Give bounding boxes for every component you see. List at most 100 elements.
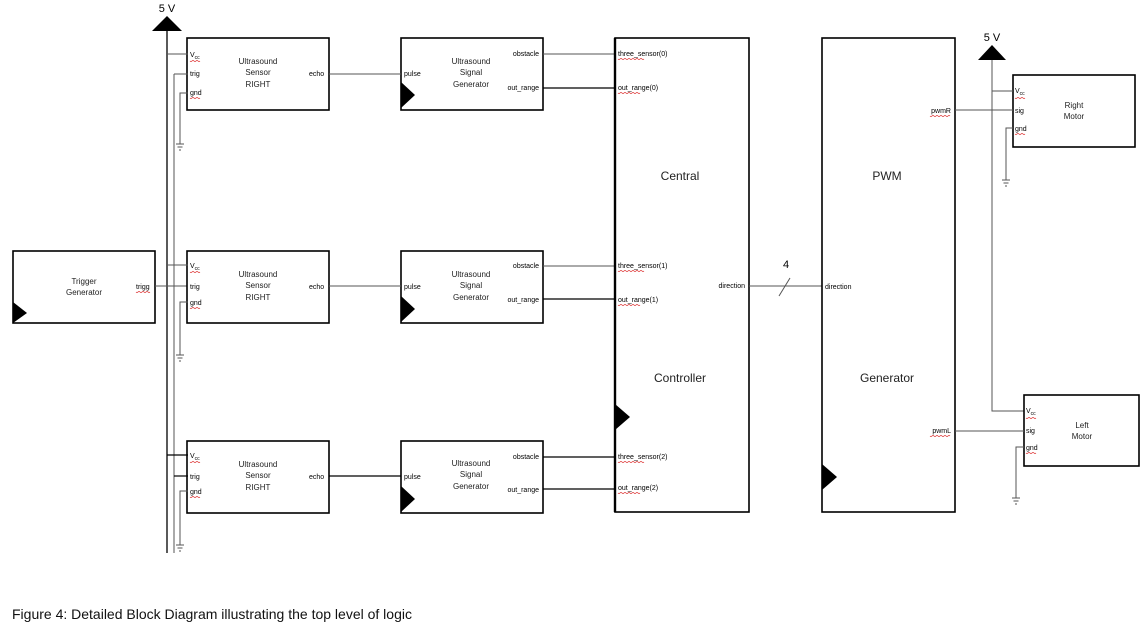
- port-echo: echo: [309, 71, 324, 78]
- port-out-range: out_range: [507, 85, 539, 92]
- bus-slash-icon: [778, 277, 791, 297]
- wire-gnd: [179, 301, 188, 355]
- block-title: Signal: [460, 470, 482, 479]
- block-title: Trigger: [71, 277, 96, 286]
- wire-gnd: [1015, 446, 1024, 498]
- block-title: Ultrasound: [452, 57, 491, 66]
- port-three-sensor-0: three_sensor(0): [618, 51, 667, 58]
- power-arrow-icon: [978, 45, 1006, 60]
- block-title: RIGHT: [246, 293, 271, 302]
- port-pulse: pulse: [404, 474, 421, 481]
- ultrasound-sensor-0[interactable]: Ultrasound Sensor RIGHT Vcc trig gnd ech…: [186, 37, 330, 111]
- ground-icon: [176, 544, 184, 552]
- ground-icon: [176, 143, 184, 151]
- port-pulse: pulse: [404, 284, 421, 291]
- port-out-range: out_range: [507, 297, 539, 304]
- ground-icon: [1012, 497, 1020, 505]
- port-vcc: Vcc: [190, 453, 200, 462]
- power-label-right: 5 V: [984, 32, 1001, 44]
- port-sig: sig: [1026, 428, 1035, 435]
- port-gnd: gnd: [1015, 126, 1027, 133]
- port-out-range-0: out_range(0): [618, 85, 658, 92]
- block-title: Generator: [860, 371, 914, 385]
- bus-width-label: 4: [783, 259, 789, 271]
- pwm-generator-block[interactable]: PWM Generator direction pwmR pwmL: [821, 37, 956, 513]
- block-title: Ultrasound: [239, 270, 278, 279]
- port-gnd: gnd: [190, 489, 202, 496]
- port-pwml: pwmL: [932, 428, 951, 435]
- port-obstacle: obstacle: [513, 454, 539, 461]
- power-supply-right: 5 V: [978, 32, 1025, 412]
- direction-bus: 4: [749, 259, 822, 297]
- clock-triangle-icon: [401, 296, 415, 322]
- block-title: Generator: [453, 80, 489, 89]
- right-motor-block[interactable]: Right Motor Vcc sig gnd: [1012, 74, 1136, 148]
- port-echo: echo: [309, 474, 324, 481]
- port-trig: trig: [190, 71, 200, 78]
- port-gnd: gnd: [190, 300, 202, 307]
- ground-icon: [1002, 179, 1010, 187]
- port-gnd: gnd: [1026, 445, 1038, 452]
- block-title: Motor: [1072, 432, 1093, 441]
- port-vcc: Vcc: [1015, 88, 1025, 97]
- power-supply-left: 5 V: [152, 3, 182, 553]
- clock-triangle-icon: [615, 404, 630, 430]
- block-title: Sensor: [245, 281, 271, 290]
- signal-generator-2[interactable]: Ultrasound Signal Generator pulse obstac…: [400, 440, 544, 514]
- block-title: Generator: [453, 293, 489, 302]
- signal-generator-1[interactable]: Ultrasound Signal Generator pulse obstac…: [400, 250, 544, 324]
- figure-caption: Figure 4: Detailed Block Diagram illustr…: [12, 606, 412, 622]
- port-direction: direction: [825, 284, 852, 291]
- power-arrow-icon: [152, 16, 182, 31]
- port-direction: direction: [719, 283, 746, 290]
- block-title: Ultrasound: [452, 459, 491, 468]
- left-motor-block[interactable]: Left Motor Vcc sig gnd: [1023, 394, 1140, 467]
- block-title: Ultrasound: [239, 57, 278, 66]
- port-out-range-2: out_range(2): [618, 485, 658, 492]
- clock-triangle-icon: [13, 302, 27, 323]
- block-title: Sensor: [245, 68, 271, 77]
- block-title: Right: [1065, 101, 1084, 110]
- port-echo: echo: [309, 284, 324, 291]
- clock-triangle-icon: [822, 464, 837, 490]
- port-vcc: Vcc: [190, 52, 200, 61]
- power-label-left: 5 V: [159, 3, 176, 15]
- signal-generator-0[interactable]: Ultrasound Signal Generator pulse obstac…: [400, 37, 544, 111]
- central-controller-block[interactable]: Central Controller three_sensor(0) out_r…: [613, 37, 750, 513]
- block-title: PWM: [872, 169, 901, 183]
- port-trig: trig: [190, 284, 200, 291]
- port-obstacle: obstacle: [513, 263, 539, 270]
- port-sig: sig: [1015, 108, 1024, 115]
- port-out-range-1: out_range(1): [618, 297, 658, 304]
- block-title: Ultrasound: [239, 460, 278, 469]
- wire-gnd: [179, 490, 188, 545]
- block-title: Left: [1075, 421, 1089, 430]
- port-gnd: gnd: [190, 90, 202, 97]
- ground-icon: [176, 354, 184, 362]
- block-title: Central: [661, 169, 700, 183]
- vcc-bus-right: [991, 60, 1025, 412]
- clock-triangle-icon: [401, 82, 415, 108]
- port-pwmr: pwmR: [931, 108, 951, 115]
- port-three-sensor-2: three_sensor(2): [618, 454, 667, 461]
- block-title: Sensor: [245, 471, 271, 480]
- block-title: Signal: [460, 281, 482, 290]
- block-title: Ultrasound: [452, 270, 491, 279]
- block-title: Signal: [460, 68, 482, 77]
- port-trig: trig: [190, 474, 200, 481]
- port-vcc: Vcc: [1026, 408, 1036, 417]
- trigger-generator-block[interactable]: Trigger Generator trigg: [12, 250, 156, 324]
- block-title: RIGHT: [246, 80, 271, 89]
- block-title: Generator: [453, 482, 489, 491]
- ultrasound-sensor-1[interactable]: Ultrasound Sensor RIGHT Vcc trig gnd ech…: [186, 250, 330, 324]
- wire-gnd: [179, 92, 188, 144]
- port-label: trigg: [136, 284, 150, 291]
- block-title: Controller: [654, 371, 706, 385]
- port-out-range: out_range: [507, 487, 539, 494]
- ultrasound-sensor-2[interactable]: Ultrasound Sensor RIGHT Vcc trig gnd ech…: [186, 440, 330, 514]
- port-pulse: pulse: [404, 71, 421, 78]
- block-title: RIGHT: [246, 483, 271, 492]
- wire-gnd: [1005, 127, 1013, 180]
- block-title: Motor: [1064, 112, 1085, 121]
